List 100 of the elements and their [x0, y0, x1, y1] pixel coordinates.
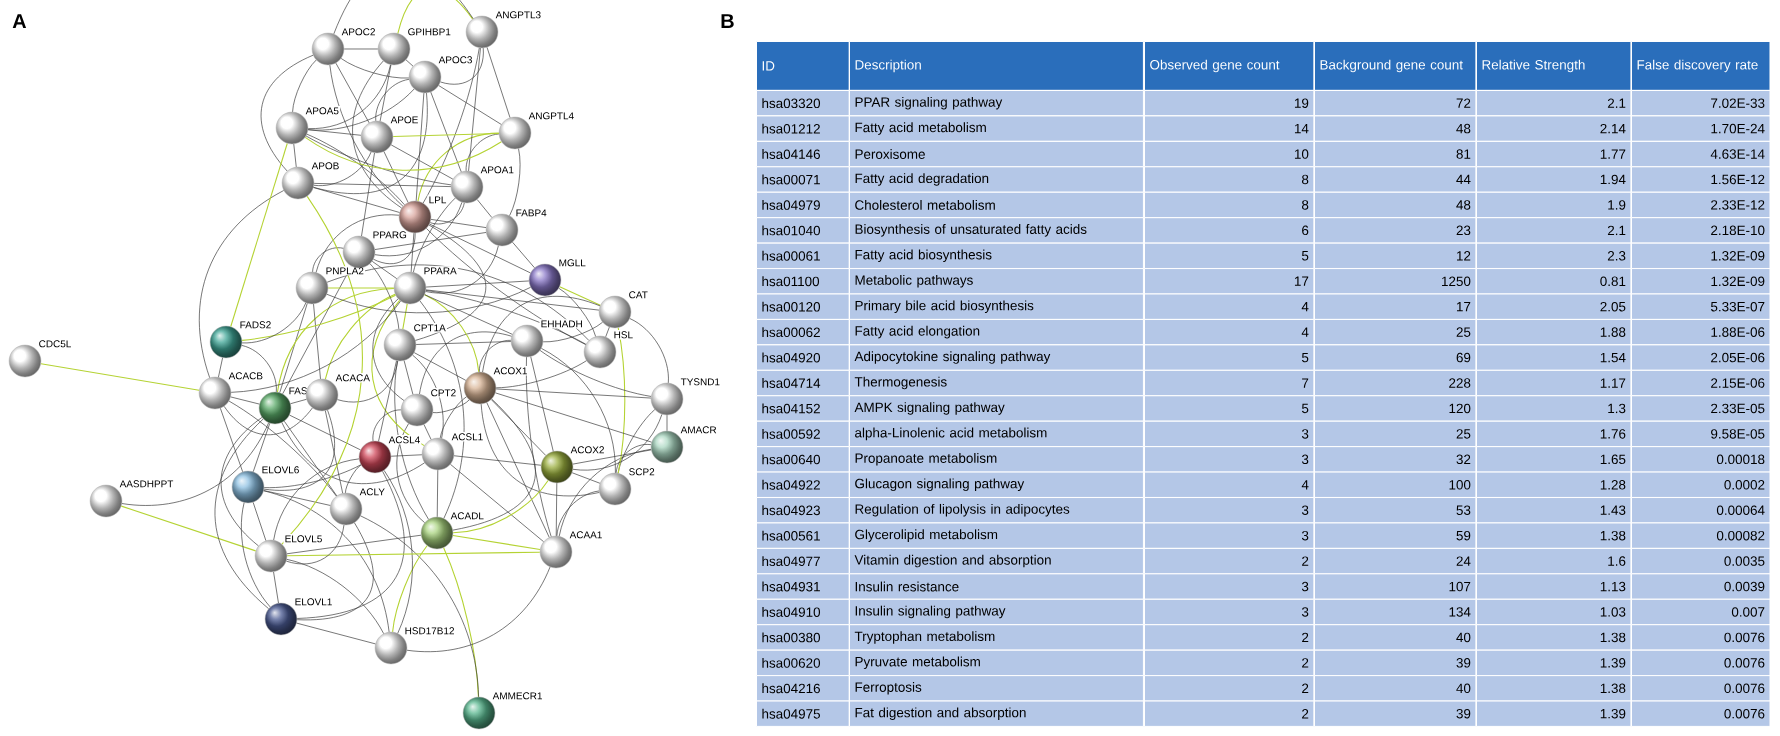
interaction-line	[198, 190, 285, 379]
table-cell: hsa01040	[756, 217, 850, 244]
node-label: ACOX2	[570, 446, 604, 454]
table-cell: 8	[1144, 191, 1315, 219]
table-cell: 9.58E-05	[1631, 420, 1771, 448]
interaction-line	[228, 400, 337, 497]
protein-node: CPT2	[400, 389, 456, 427]
interaction-line	[383, 470, 413, 634]
interaction-line	[509, 148, 521, 217]
interaction-line	[286, 559, 384, 634]
interaction-line	[415, 224, 487, 341]
protein-node: ANGPTL4	[498, 112, 574, 150]
table-cell: hsa00592	[756, 420, 850, 448]
interaction-line	[436, 469, 439, 518]
node-label: APOC2	[341, 28, 375, 36]
protein-node: ANGPTL3	[465, 11, 541, 49]
table-cell: 1.43	[1476, 497, 1632, 524]
interaction-line	[296, 522, 374, 621]
interaction-line	[556, 490, 600, 537]
interaction-line	[307, 129, 362, 136]
interaction-line	[220, 407, 243, 473]
interaction-line	[374, 202, 463, 257]
interaction-line	[396, 423, 425, 523]
table-cell: hsa00561	[756, 522, 850, 549]
table-header-cell: ID	[756, 41, 850, 91]
node-label: AASDHPPT	[119, 480, 174, 488]
table-cell: 2	[1144, 624, 1315, 651]
table-cell: 2.14	[1476, 115, 1632, 142]
table-cell: 1.17	[1476, 369, 1632, 397]
protein-node: FADS2	[209, 321, 271, 359]
table-cell: 0.0002	[1631, 471, 1771, 498]
interaction-line	[230, 300, 401, 393]
table-cell: 1.13	[1476, 573, 1632, 600]
interaction-line	[383, 151, 409, 203]
interaction-line	[424, 294, 513, 335]
interaction-line	[526, 356, 552, 537]
interaction-line	[465, 133, 500, 172]
interaction-line	[372, 298, 405, 401]
interaction-line	[374, 232, 487, 250]
interaction-line	[218, 357, 223, 378]
interaction-line	[313, 303, 321, 380]
table-cell: 1.77	[1476, 140, 1632, 168]
table-cell: 59	[1314, 522, 1477, 549]
table-cell: 32	[1314, 446, 1477, 473]
interaction-line	[419, 300, 465, 519]
interaction-line	[413, 352, 467, 381]
interaction-line	[307, 88, 415, 131]
table-cell: 7	[1144, 369, 1315, 397]
interaction-line	[263, 409, 335, 491]
interaction-line	[281, 195, 363, 545]
table-cell: hsa04922	[756, 471, 850, 498]
interaction-line	[419, 331, 512, 395]
table-cell: hsa00640	[756, 446, 850, 473]
table-cell: 1.38	[1476, 522, 1632, 549]
node-label: AMMECR1	[492, 692, 542, 700]
protein-node: CAT	[598, 291, 648, 329]
table-cell: 228	[1314, 369, 1477, 397]
interaction-line	[307, 64, 391, 129]
table-cell: 12	[1314, 242, 1477, 269]
table-cell: hsa04975	[756, 700, 850, 727]
node-label: EHHADH	[541, 320, 582, 328]
interaction-line	[337, 360, 399, 403]
node-label: MGLL	[559, 259, 586, 267]
table-cell: 4.63E-14	[1631, 140, 1771, 168]
table-cell: 0.0076	[1631, 700, 1771, 727]
interaction-line	[326, 264, 590, 341]
interaction-line	[315, 214, 400, 273]
interaction-line	[230, 396, 260, 405]
table-cell: 44	[1314, 166, 1477, 193]
node-label: CPT2	[431, 389, 456, 397]
interaction-line	[452, 479, 549, 534]
interaction-line	[360, 515, 479, 698]
protein-node: AMMECR1	[462, 692, 542, 730]
interaction-line	[313, 187, 400, 213]
node-label: HSD17B12	[405, 627, 454, 635]
interaction-line	[430, 219, 487, 228]
node-label: ELOVL6	[262, 466, 299, 474]
table-cell: 5.33E-07	[1631, 293, 1771, 320]
table-cell: hsa01212	[756, 115, 850, 142]
table-cell: 0.00064	[1631, 497, 1771, 524]
interaction-line	[392, 132, 500, 138]
table-cell: hsa00071	[756, 166, 850, 193]
interaction-line	[373, 232, 416, 265]
protein-node: HSL	[583, 331, 633, 369]
interaction-line	[390, 454, 423, 457]
table-cell: hsa04920	[756, 344, 850, 371]
table-cell: 17	[1144, 268, 1315, 295]
table-cell: 3	[1144, 598, 1315, 626]
table-header-cell: Relative Strength	[1476, 41, 1632, 91]
table-cell: hsa04979	[756, 191, 850, 219]
table-cell: 5	[1144, 344, 1315, 371]
interaction-line	[539, 350, 652, 397]
node-label: SCP2	[629, 468, 655, 476]
protein-node: EHHADH	[510, 320, 582, 358]
table-cell: 0.00018	[1631, 446, 1771, 473]
protein-node: APOA1	[450, 166, 514, 204]
interaction-line	[555, 482, 558, 537]
table-cell: 3	[1144, 522, 1315, 549]
interaction-line	[486, 402, 550, 538]
interaction-line	[306, 133, 405, 206]
